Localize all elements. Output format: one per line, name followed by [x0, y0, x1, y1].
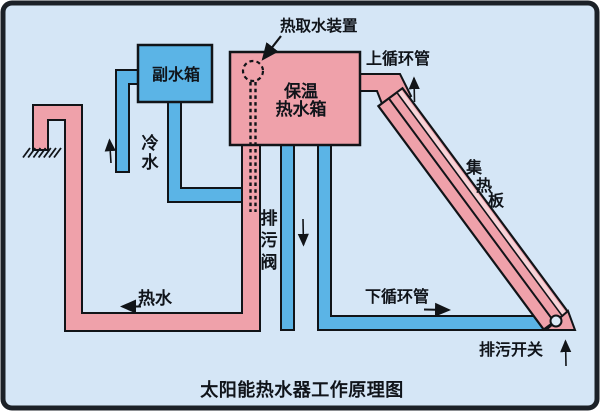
label-collector-char2: 热 — [476, 176, 492, 195]
collector-mid-line — [388, 98, 555, 322]
label-drain-switch: 排污开关 — [479, 340, 543, 359]
diagram-title: 太阳能热水器工作原理图 — [200, 379, 404, 401]
solar-collector-panel — [376, 86, 570, 332]
label-collector-char3: 板 — [488, 191, 505, 210]
drain-switch-pointer-arrow-icon — [560, 339, 572, 367]
label-main-tank-line2: 热水箱 — [276, 99, 327, 120]
label-lower-circulation-pipe: 下循环管 — [365, 287, 429, 306]
label-aux-tank: 副水箱 — [152, 65, 200, 84]
label-cold-water-char1: 冷 — [142, 133, 159, 154]
collector-highlight — [397, 90, 566, 315]
label-main-tank-line1: 保温 — [283, 81, 318, 102]
cold-water-flow-arrow-icon — [104, 138, 116, 164]
label-drain-valve-char1: 排 — [261, 208, 278, 229]
collector-edge-line — [396, 92, 563, 316]
extraction-device-circle — [241, 59, 265, 83]
label-drain-valve-char2: 污 — [261, 230, 278, 251]
label-hot-water: 热水 — [138, 288, 173, 309]
label-drain-valve-char3: 阀 — [261, 252, 278, 273]
drain-switch-valve — [549, 314, 563, 328]
tank-outlet-pipe — [280, 144, 295, 331]
aux-tank — [136, 43, 214, 104]
tap-outlet-hatch — [22, 147, 62, 159]
label-upper-circulation-pipe: 上循环管 — [366, 49, 430, 68]
label-cold-water-char2: 水 — [142, 152, 160, 173]
upper-pipe-flow-arrow-icon — [408, 76, 420, 103]
extractor-pointer-arrow-icon — [261, 35, 282, 61]
label-hot-water-extractor: 热取水装置 — [280, 16, 358, 35]
lower-pipe-flow-arrow-icon — [423, 302, 451, 317]
tank-outlet-flow-arrow-icon — [297, 218, 309, 247]
label-collector-char1: 集 — [465, 158, 483, 177]
